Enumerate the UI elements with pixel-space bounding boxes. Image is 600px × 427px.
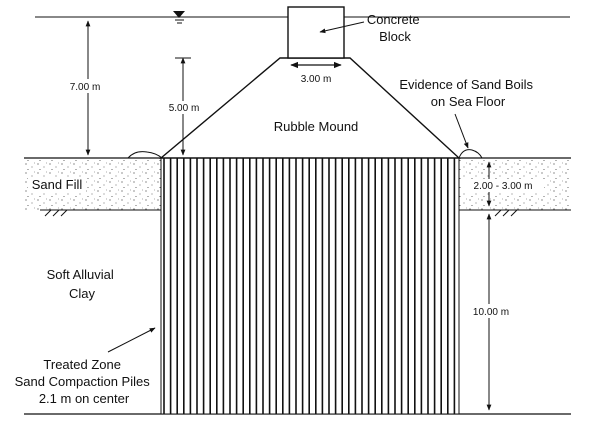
sand-boil-right: [458, 149, 483, 159]
block-width-label: 3.00 m: [301, 74, 332, 85]
concrete-block-label: Concrete Block: [367, 12, 423, 44]
sand-boil-left: [127, 151, 163, 159]
treated-zone-label: Treated Zone Sand Compaction Piles 2.1 m…: [15, 357, 154, 406]
sand-fill-label: Sand Fill: [32, 177, 83, 192]
concrete-block-leader: [319, 21, 365, 34]
treated-zone-leader: [107, 327, 156, 353]
concrete-block: [287, 6, 345, 59]
clay-thickness-label: 10.00 m: [473, 307, 509, 318]
sand-compaction-piles: [163, 158, 456, 414]
water-depth-label: 7.00 m: [70, 82, 101, 93]
rubble-mound: [159, 57, 461, 159]
sand-boils-label: Evidence of Sand Boils on Sea Floor: [399, 77, 536, 109]
ground-hatch-icon: [44, 209, 518, 217]
soft-clay-label: Soft Alluvial Clay: [47, 267, 118, 301]
sand-boils-leader: [454, 113, 469, 149]
rubble-mound-label: Rubble Mound: [274, 119, 359, 134]
sand-fill-thickness-label: 2.00 - 3.00 m: [474, 181, 533, 192]
mound-height-label: 5.00 m: [169, 103, 200, 114]
water-level-icon: [173, 11, 185, 24]
